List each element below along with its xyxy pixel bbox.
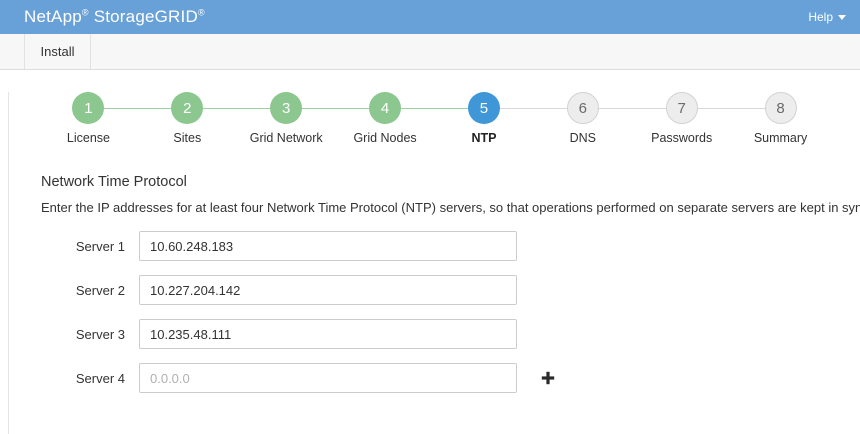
add-server-button[interactable]: [537, 367, 559, 389]
stepper-step-label: NTP: [471, 131, 497, 145]
ntp-server-row: Server 2: [9, 275, 860, 305]
tab-bar: Install: [0, 34, 860, 70]
brand-product-registered-icon: ®: [197, 7, 205, 18]
stepper-step-label: Passwords: [651, 131, 713, 145]
stepper-step-circle: 2: [171, 92, 204, 124]
stepper-step-circle: 7: [665, 92, 698, 124]
stepper-step-label: Grid Nodes: [353, 131, 417, 145]
page-title: Network Time Protocol: [41, 174, 187, 190]
stepper-connector: [187, 108, 287, 109]
stepper-step-circle: 5: [467, 92, 500, 124]
brand-netapp-registered-icon: ®: [81, 7, 89, 18]
ntp-server-label: Server 1: [75, 238, 125, 254]
stepper-connector: [286, 108, 386, 109]
stepper-step-circle: 6: [566, 92, 599, 124]
stepper-connector: [681, 108, 781, 109]
stepper-step-circle: 4: [369, 92, 402, 124]
stepper-step-label: DNS: [569, 131, 597, 145]
ntp-server-label: Server 4: [75, 370, 125, 386]
tab-bar-gutter: [0, 34, 25, 69]
ntp-server-input-2[interactable]: [139, 275, 517, 305]
brand-product: StorageGRID: [93, 7, 198, 26]
ntp-server-row: Server 1: [9, 231, 860, 261]
stepper-step-circle: 1: [72, 92, 105, 124]
page-description: Enter the IP addresses for at least four…: [41, 200, 860, 215]
stepper-step-label: Summary: [753, 131, 808, 145]
ntp-server-label: Server 2: [75, 282, 125, 298]
ntp-server-row: Server 4: [9, 363, 860, 393]
ntp-server-row: Server 3: [9, 319, 860, 349]
ntp-server-input-1[interactable]: [139, 231, 517, 261]
stepper-step-label: Grid Network: [249, 131, 323, 145]
ntp-server-form: Server 1 Server 2 Server 3 Server 4: [9, 231, 860, 393]
ntp-server-input-4[interactable]: [139, 363, 517, 393]
tab-bar-filler: [91, 34, 860, 69]
brand-netapp: NetApp: [24, 7, 82, 26]
help-menu[interactable]: Help: [808, 10, 846, 24]
stepper-step-label: License: [66, 131, 110, 145]
stepper-connector: [483, 108, 583, 109]
brand-logo: NetApp® StorageGRID®: [24, 7, 205, 27]
help-label: Help: [808, 10, 833, 24]
stepper-step-label: Sites: [173, 131, 202, 145]
tab-install-label: Install: [40, 44, 75, 59]
stepper-connector: [582, 108, 682, 109]
stepper-connector: [385, 108, 484, 109]
stepper-step-circle: 8: [764, 92, 797, 124]
chevron-down-icon: [838, 14, 846, 20]
app-header: NetApp® StorageGRID® Help: [0, 0, 860, 34]
stepper-step-circle: 3: [270, 92, 303, 124]
plus-icon: [541, 371, 555, 385]
ntp-server-input-3[interactable]: [139, 319, 517, 349]
ntp-server-label: Server 3: [75, 326, 125, 342]
tab-install[interactable]: Install: [25, 34, 91, 69]
stepper-connector: [88, 108, 188, 109]
